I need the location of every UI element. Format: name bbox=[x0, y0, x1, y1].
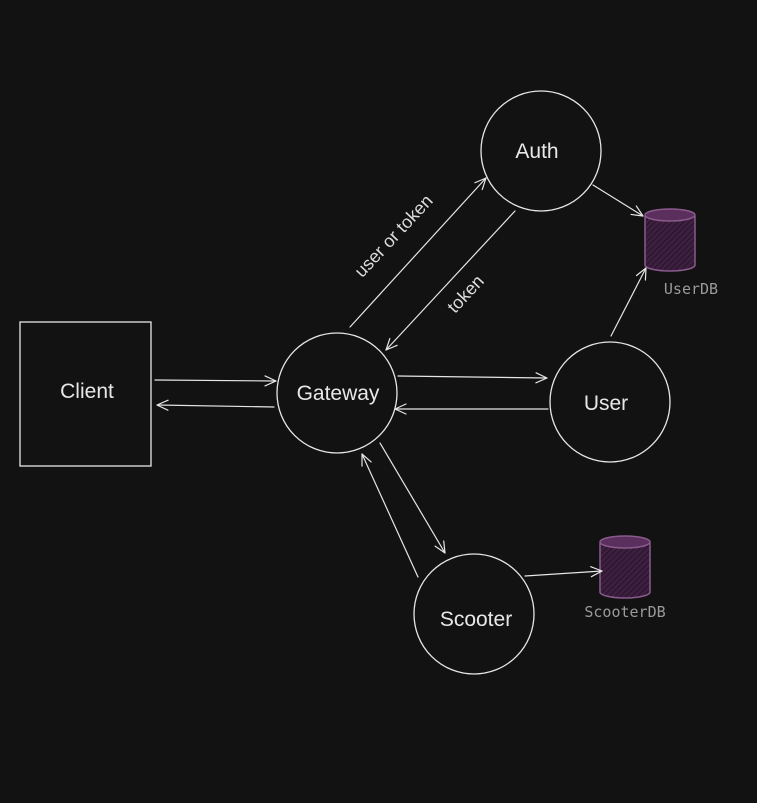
client-node: Client bbox=[19, 321, 152, 467]
user-label: User bbox=[584, 392, 628, 415]
user-circle bbox=[549, 341, 671, 463]
edge-auth-to-userdb bbox=[592, 184, 644, 217]
gateway-label: Gateway bbox=[297, 382, 380, 405]
userdb-label: UserDB bbox=[664, 280, 718, 298]
scooter-circle bbox=[413, 553, 535, 675]
gateway-node: Gateway bbox=[276, 332, 398, 454]
scooter-label: Scooter bbox=[440, 608, 512, 631]
client-label: Client bbox=[60, 380, 114, 403]
scooterdb-cylinder-top bbox=[599, 535, 651, 549]
auth-label: Auth bbox=[515, 140, 558, 163]
edge-scooter-to-gateway bbox=[361, 453, 419, 578]
scooterdb-database: ScooterDB bbox=[584, 535, 666, 621]
edge-label-user-or-token: user or token bbox=[350, 191, 436, 281]
userdb-cylinder-body bbox=[644, 216, 696, 272]
auth-circle bbox=[480, 90, 602, 212]
edge-scooter-to-scooterdb bbox=[524, 566, 603, 578]
user-node: User bbox=[549, 341, 671, 463]
edge-user-to-userdb bbox=[610, 267, 647, 337]
scooter-node: Scooter bbox=[413, 553, 535, 675]
edge-gateway-to-client bbox=[156, 399, 275, 411]
edge-auth-to-gateway bbox=[385, 210, 516, 351]
auth-node: Auth bbox=[480, 90, 602, 212]
userdb-database: UserDB bbox=[644, 208, 718, 298]
edge-label-token: token bbox=[443, 271, 488, 317]
client-box bbox=[19, 321, 152, 467]
edge-gateway-to-auth bbox=[349, 177, 487, 328]
edge-gateway-to-scooter bbox=[379, 442, 446, 554]
userdb-cylinder-top bbox=[644, 208, 696, 222]
edge-client-to-gateway bbox=[154, 375, 277, 387]
scooterdb-label: ScooterDB bbox=[584, 603, 665, 621]
edge-gateway-to-user bbox=[397, 372, 548, 384]
scooterdb-cylinder-body bbox=[599, 543, 651, 599]
gateway-circle bbox=[276, 332, 398, 454]
